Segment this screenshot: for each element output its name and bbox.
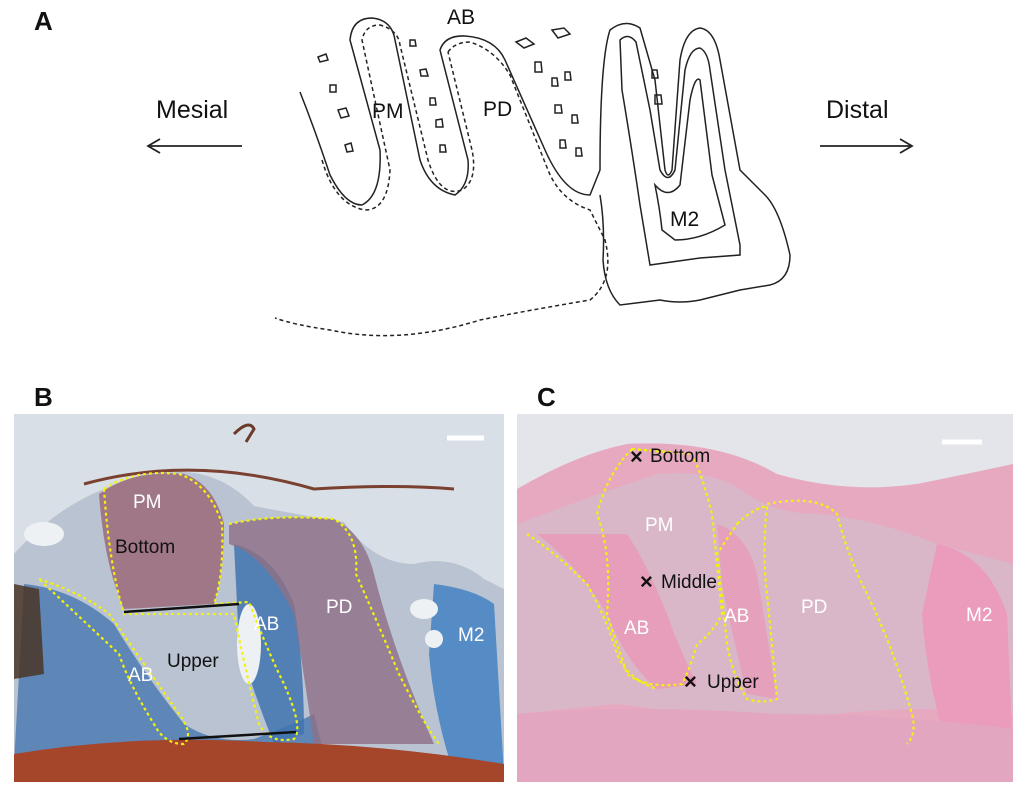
panel-a-schematic [146, 17, 914, 337]
panel-c-letter: C [537, 382, 556, 412]
bottom-label-c: Bottom [650, 446, 711, 467]
marker-middle-c: × [640, 569, 653, 594]
m2-label-c: M2 [966, 605, 993, 626]
pd-label-c: PD [801, 597, 828, 618]
m2-label-a: M2 [670, 208, 700, 231]
pd-label-a: PD [483, 98, 513, 121]
ab-right-label-c: AB [724, 606, 750, 627]
pm-label-c: PM [645, 515, 674, 536]
ab-left-label-b: AB [128, 665, 154, 686]
ab-left-outline-c [526, 533, 658, 691]
pm-ab-outline-b [102, 471, 299, 742]
ab-left-outline-b [38, 577, 190, 746]
pm-label-b: PM [133, 492, 162, 513]
bottom-line-b [123, 602, 240, 614]
upper-line-b [178, 730, 297, 741]
middle-label-c: Middle [661, 572, 717, 593]
upper-label-b: Upper [167, 651, 219, 672]
pd-label-b: PD [326, 597, 353, 618]
mesial-label: Mesial [156, 96, 229, 124]
panel-b-micrograph [14, 414, 504, 782]
pm-label-a: PM [372, 100, 404, 123]
pd-dashed-outline [274, 41, 609, 337]
marker-upper-c: × [684, 669, 697, 694]
pm-dashed-outline [321, 24, 475, 211]
bottom-label-b: Bottom [115, 537, 176, 558]
panel-b-letter: B [34, 382, 53, 412]
ab-right-label-b: AB [254, 614, 280, 635]
pm-ab-outline-c [595, 447, 724, 687]
m2-tooth-inner [619, 35, 741, 266]
pm-bone-outline [299, 17, 791, 306]
upper-label-c: Upper [707, 672, 759, 693]
ab-right-outline-c [715, 504, 779, 703]
distal-label: Distal [826, 96, 889, 124]
pd-outline-c [766, 499, 915, 745]
m2-label-b: M2 [458, 625, 485, 646]
marker-bottom-c: × [630, 444, 643, 469]
ab-left-label-c: AB [624, 618, 650, 639]
panel-c-micrograph [517, 414, 1013, 782]
ab-label-a: AB [447, 6, 476, 29]
panel-a-letter: A [34, 6, 53, 36]
m2-pulp [653, 78, 726, 241]
